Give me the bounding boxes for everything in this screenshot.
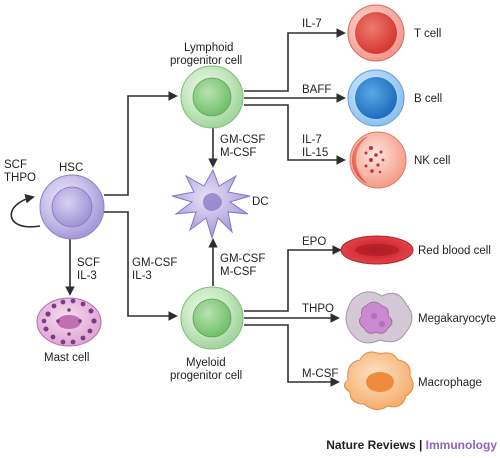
myeloid-to-rbc-arrow [244, 245, 342, 312]
hsc-self-factor-2: THPO [4, 172, 36, 184]
hsc-to-myeloid-arrow [104, 211, 178, 321]
macro-factor: M-CSF [302, 368, 338, 380]
myeloid-label-line2: progenitor cell [170, 370, 242, 382]
mega-factor: THPO [302, 303, 334, 315]
footer-separator: | [416, 438, 426, 452]
hsc-self-renewal-arrow [10, 194, 41, 228]
megakaryocyte-cell [345, 291, 413, 344]
myeloid-label-line1: Myeloid [186, 357, 226, 369]
myeloid-dc-factor-2: M-CSF [220, 266, 256, 278]
lymphoid-label-line1: Lymphoid [184, 42, 233, 54]
hsc-to-lymphoid-arrow [104, 91, 178, 196]
lymphoid-to-nkcell-arrow [244, 104, 346, 165]
macro-label: Macrophage [418, 377, 482, 389]
myeloid-dc-factor-1: GM-CSF [220, 253, 265, 265]
hsc-label: HSC [59, 162, 83, 174]
b-cell [347, 69, 405, 127]
tcell-factor: IL-7 [302, 18, 322, 30]
hsc-mast-factor-1: SCF [77, 257, 100, 269]
red-blood-cell [340, 235, 414, 265]
dendritic-cell [171, 168, 251, 240]
rbc-factor: EPO [302, 236, 326, 248]
macrophage-cell [344, 351, 414, 410]
dc-label: DC [252, 196, 269, 208]
rbc-label: Red blood cell [418, 245, 491, 257]
hsc-myeloid-factor-1: GM-CSF [132, 257, 177, 269]
hsc-self-factor-1: SCF [4, 159, 27, 171]
footer-section: Immunology [426, 438, 498, 452]
bcell-factor: BAFF [302, 84, 331, 96]
t-cell [347, 4, 405, 62]
lymphoid-dc-factor-1: GM-CSF [220, 134, 265, 146]
lymphoid-label-line2: progenitor cell [170, 55, 242, 67]
tcell-label: T cell [414, 28, 441, 40]
mast-cell-label: Mast cell [44, 352, 89, 364]
footer-journal: Nature Reviews [326, 438, 416, 452]
nkcell-label: NK cell [414, 155, 450, 167]
myeloid-progenitor-cell [180, 286, 244, 350]
myeloid-to-macro-arrow [244, 324, 340, 387]
lymphoid-dc-factor-2: M-CSF [220, 147, 256, 159]
hsc-cell [39, 174, 105, 240]
mega-label: Megakaryocyte [418, 313, 496, 325]
footer-credit: Nature Reviews | Immunology [326, 438, 497, 452]
lymphoid-progenitor-cell [180, 65, 244, 129]
hsc-mast-factor-2: IL-3 [77, 270, 97, 282]
mast-cell [36, 297, 102, 347]
nk-cell [349, 131, 407, 189]
lymphoid-to-tcell-arrow [244, 28, 346, 92]
nkcell-factor-2: IL-15 [302, 147, 328, 159]
bcell-label: B cell [414, 93, 442, 105]
hsc-myeloid-factor-2: IL-3 [132, 270, 152, 282]
nkcell-factor-1: IL-7 [302, 134, 322, 146]
